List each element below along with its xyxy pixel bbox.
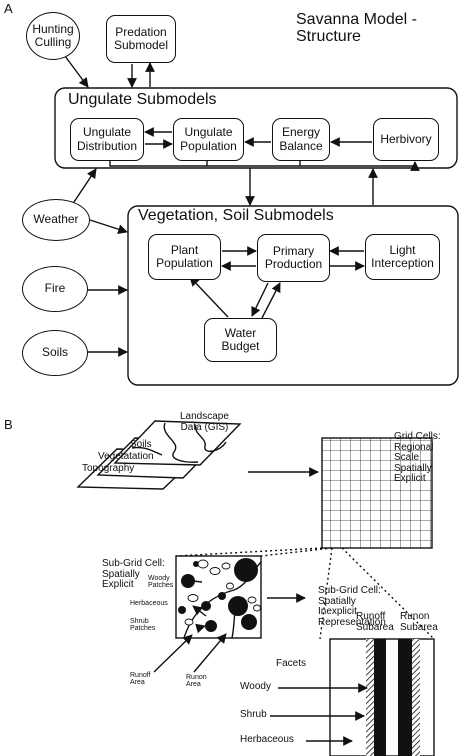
topography-layer-label: Topography xyxy=(82,463,135,474)
subgrid-explicit-label: Sub-Grid Cell: Spatially Explicit xyxy=(102,558,165,590)
runon-subarea-label: Runon Subarea xyxy=(400,611,438,633)
primary-production-box: Primary Production xyxy=(257,234,330,282)
panel-a-label: A xyxy=(4,1,13,16)
ungulate-submodels-frame xyxy=(54,87,458,169)
hunting-culling-node: Hunting Culling xyxy=(26,12,80,60)
herbivory-box: Herbivory xyxy=(373,118,439,161)
ungulate-population-box: Ungulate Population xyxy=(173,118,244,161)
runon-area-label: Runon Area xyxy=(186,674,207,689)
grid-cells-label: Grid Cells: Regional Scale Spatially Exp… xyxy=(394,431,441,484)
vegetation-patches xyxy=(178,558,258,632)
regional-grid xyxy=(321,437,433,549)
vegetation-soil-title: Vegetation, Soil Submodels xyxy=(138,207,334,224)
herbaceous-facet-label: Herbaceous xyxy=(240,734,294,745)
landscape-label: Landscape Data (GIS) xyxy=(180,411,229,433)
runoff-area-label: Runoff Area xyxy=(130,672,151,687)
soils-node: Soils xyxy=(22,330,88,376)
vegetation-soil-frame xyxy=(127,205,459,386)
plant-population-box: Plant Population xyxy=(148,234,221,280)
woody-patches-label: Woody Patches xyxy=(148,575,174,590)
herbaceous-small-label: Herbaceous xyxy=(130,600,168,607)
shrub-patches xyxy=(184,559,261,626)
diagram-title: Savanna Model - Structure xyxy=(296,11,417,45)
soils-layer-label: Soils xyxy=(130,439,152,450)
vegetation-layer-label: Vegetatation xyxy=(98,451,154,462)
energy-balance-box: Energy Balance xyxy=(272,118,330,161)
light-interception-box: Light Interception xyxy=(365,234,440,280)
ungulate-submodels-title: Ungulate Submodels xyxy=(68,91,217,108)
water-budget-box: Water Budget xyxy=(204,318,277,362)
ungulate-distribution-box: Ungulate Distribution xyxy=(70,118,144,161)
panel-b-label: B xyxy=(4,417,13,432)
predation-submodel-box: Predation Submodel xyxy=(106,15,176,63)
shrub-patches-label: Shrub Patches xyxy=(130,618,156,633)
shrub-facet-label: Shrub xyxy=(240,709,267,720)
subgrid-inexplicit-label: Sub-Grid Cell: Spatially Inexplicit Repr… xyxy=(318,585,386,628)
runoff-subarea-label: Runoff Subarea xyxy=(356,611,394,633)
woody-facet-label: Woody xyxy=(240,681,271,692)
fire-node: Fire xyxy=(22,266,88,312)
facets-label: Facets xyxy=(276,658,307,669)
weather-node: Weather xyxy=(22,199,90,241)
